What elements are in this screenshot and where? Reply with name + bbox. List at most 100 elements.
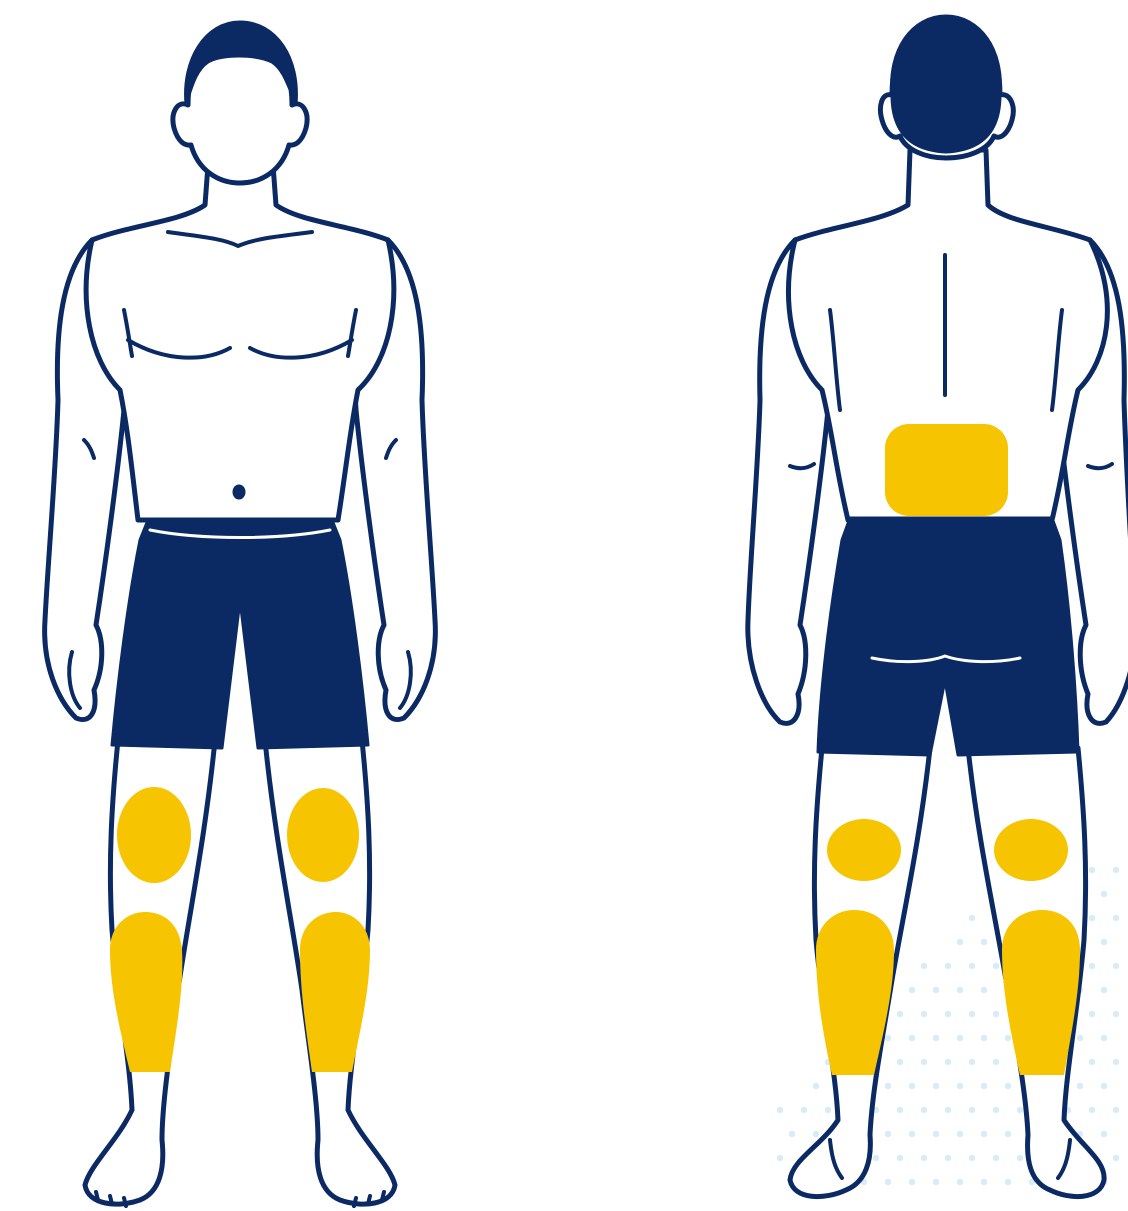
pattern-dot (909, 1035, 915, 1041)
pattern-dot (1101, 1035, 1107, 1041)
pattern-dot (1101, 1131, 1107, 1137)
pattern-dot (957, 1083, 963, 1089)
pattern-dot (921, 1107, 927, 1113)
pattern-dot (1017, 1155, 1023, 1161)
navel (234, 486, 244, 498)
pattern-dot (1101, 1083, 1107, 1089)
pattern-dot (945, 1155, 951, 1161)
pattern-dot (957, 1035, 963, 1041)
pattern-dot (813, 1083, 819, 1089)
pattern-dot (1089, 963, 1095, 969)
pattern-dot (993, 1011, 999, 1017)
pattern-dot (933, 1131, 939, 1137)
pattern-dot (993, 963, 999, 969)
pattern-dot (897, 1107, 903, 1113)
pattern-dot (1017, 1107, 1023, 1113)
back-hair (892, 16, 1001, 152)
pattern-dot (921, 1059, 927, 1065)
pattern-dot (873, 1155, 879, 1161)
pattern-dot (945, 963, 951, 969)
pattern-dot (1089, 1059, 1095, 1065)
pattern-dot (981, 1083, 987, 1089)
pattern-dot (1077, 1083, 1083, 1089)
pattern-dot (981, 987, 987, 993)
pattern-dot (1005, 1131, 1011, 1137)
pattern-dot (933, 1083, 939, 1089)
pattern-dot (1077, 1035, 1083, 1041)
pattern-dot (957, 1179, 963, 1185)
pattern-dot (969, 963, 975, 969)
pattern-dot (909, 987, 915, 993)
pattern-dot (1113, 1059, 1119, 1065)
pattern-dot (1113, 915, 1119, 921)
pattern-dot (1101, 939, 1107, 945)
pattern-dot (897, 1011, 903, 1017)
pattern-dot (921, 1011, 927, 1017)
pattern-dot (981, 1179, 987, 1185)
pattern-dot (1101, 891, 1107, 897)
zone-back-right-calf (1002, 910, 1080, 1075)
pattern-dot (969, 915, 975, 921)
pattern-dot (789, 1131, 795, 1137)
pattern-dot (945, 1107, 951, 1113)
pattern-dot (957, 987, 963, 993)
pattern-dot (957, 939, 963, 945)
pattern-dot (777, 1155, 783, 1161)
pattern-dot (969, 1059, 975, 1065)
pattern-dot (969, 1011, 975, 1017)
pattern-dot (933, 1179, 939, 1185)
pattern-dot (1113, 1155, 1119, 1161)
pattern-dot (945, 1011, 951, 1017)
pattern-dot (981, 1131, 987, 1137)
pattern-dot (897, 1059, 903, 1065)
zone-front-left-knee (117, 787, 191, 883)
pattern-dot (909, 1179, 915, 1185)
pattern-dot (909, 1083, 915, 1089)
pattern-dot (969, 1155, 975, 1161)
pattern-dot (1113, 1107, 1119, 1113)
zone-front-right-knee (287, 788, 359, 882)
pattern-dot (801, 1107, 807, 1113)
pattern-dot (825, 1107, 831, 1113)
pattern-dot (897, 1155, 903, 1161)
back-shorts (818, 518, 1078, 755)
back-figure (748, 16, 1128, 1197)
front-figure (45, 22, 436, 1206)
pattern-dot (1005, 1083, 1011, 1089)
pattern-dot (1101, 987, 1107, 993)
front-shorts (112, 520, 368, 748)
pattern-dot (1005, 1179, 1011, 1185)
pattern-dot (1113, 867, 1119, 873)
pattern-dot (1005, 1035, 1011, 1041)
pattern-dot (813, 1131, 819, 1137)
zone-back-right-knee (994, 819, 1068, 881)
zone-front-left-shin (110, 912, 182, 1072)
pattern-dot (1113, 963, 1119, 969)
zone-back-left-knee (827, 819, 901, 881)
pattern-dot (945, 1059, 951, 1065)
pattern-dot (993, 1155, 999, 1161)
pattern-dot (969, 1107, 975, 1113)
zone-front-right-shin (300, 912, 370, 1072)
pattern-dot (981, 1035, 987, 1041)
pattern-dot (993, 1059, 999, 1065)
pattern-dot (1089, 867, 1095, 873)
pattern-dot (885, 1131, 891, 1137)
pattern-dot (981, 939, 987, 945)
pattern-dot (1089, 915, 1095, 921)
pattern-dot (1089, 1107, 1095, 1113)
pattern-dot (885, 1179, 891, 1185)
pattern-dot (993, 1107, 999, 1113)
pattern-dot (957, 1131, 963, 1137)
pattern-dot (1113, 1011, 1119, 1017)
pattern-dot (885, 1083, 891, 1089)
pattern-dot (1089, 1011, 1095, 1017)
pattern-dot (921, 963, 927, 969)
pattern-dot (921, 1155, 927, 1161)
pattern-dot (885, 1035, 891, 1041)
pattern-dot (933, 987, 939, 993)
pattern-dot (909, 1131, 915, 1137)
zone-lower-back (885, 424, 1008, 516)
